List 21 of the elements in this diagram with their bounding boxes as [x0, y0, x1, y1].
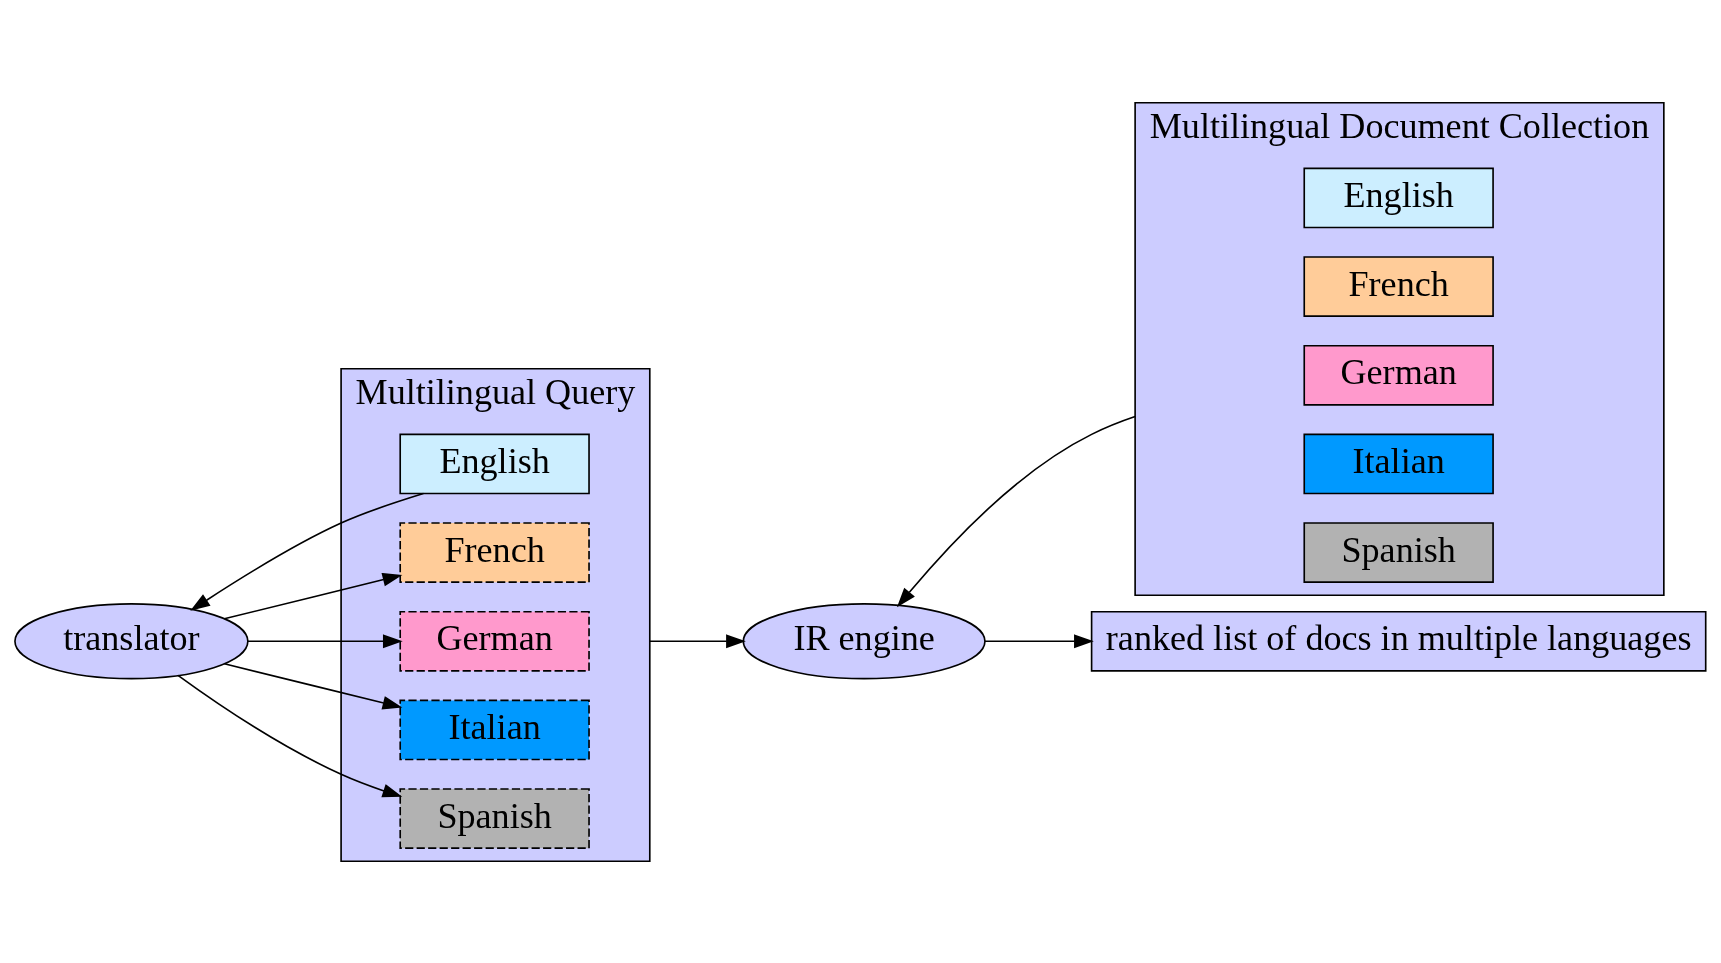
arrow [648, 633, 746, 648]
node-box: German [1303, 344, 1494, 406]
arrow [223, 572, 403, 620]
node-box: ranked list of docs in multiple languages [1090, 610, 1707, 672]
node-box: German [399, 610, 590, 672]
arrow [247, 633, 403, 648]
node-box: Spanish [1303, 521, 1494, 583]
arrow [177, 674, 403, 797]
node-box: Spanish [399, 787, 590, 849]
node-ellipse: IR engine [742, 602, 986, 679]
node-box: French [399, 521, 590, 583]
node-box: English [399, 433, 590, 494]
node-box: Italian [1303, 433, 1494, 494]
arrow [896, 415, 1136, 607]
node-box: English [1303, 167, 1494, 228]
node-box: Italian [399, 699, 590, 760]
arrow [190, 492, 425, 611]
arrow [984, 633, 1094, 648]
arrow [223, 662, 403, 710]
node-ellipse: translator [14, 602, 249, 679]
node-box: French [1303, 255, 1494, 317]
